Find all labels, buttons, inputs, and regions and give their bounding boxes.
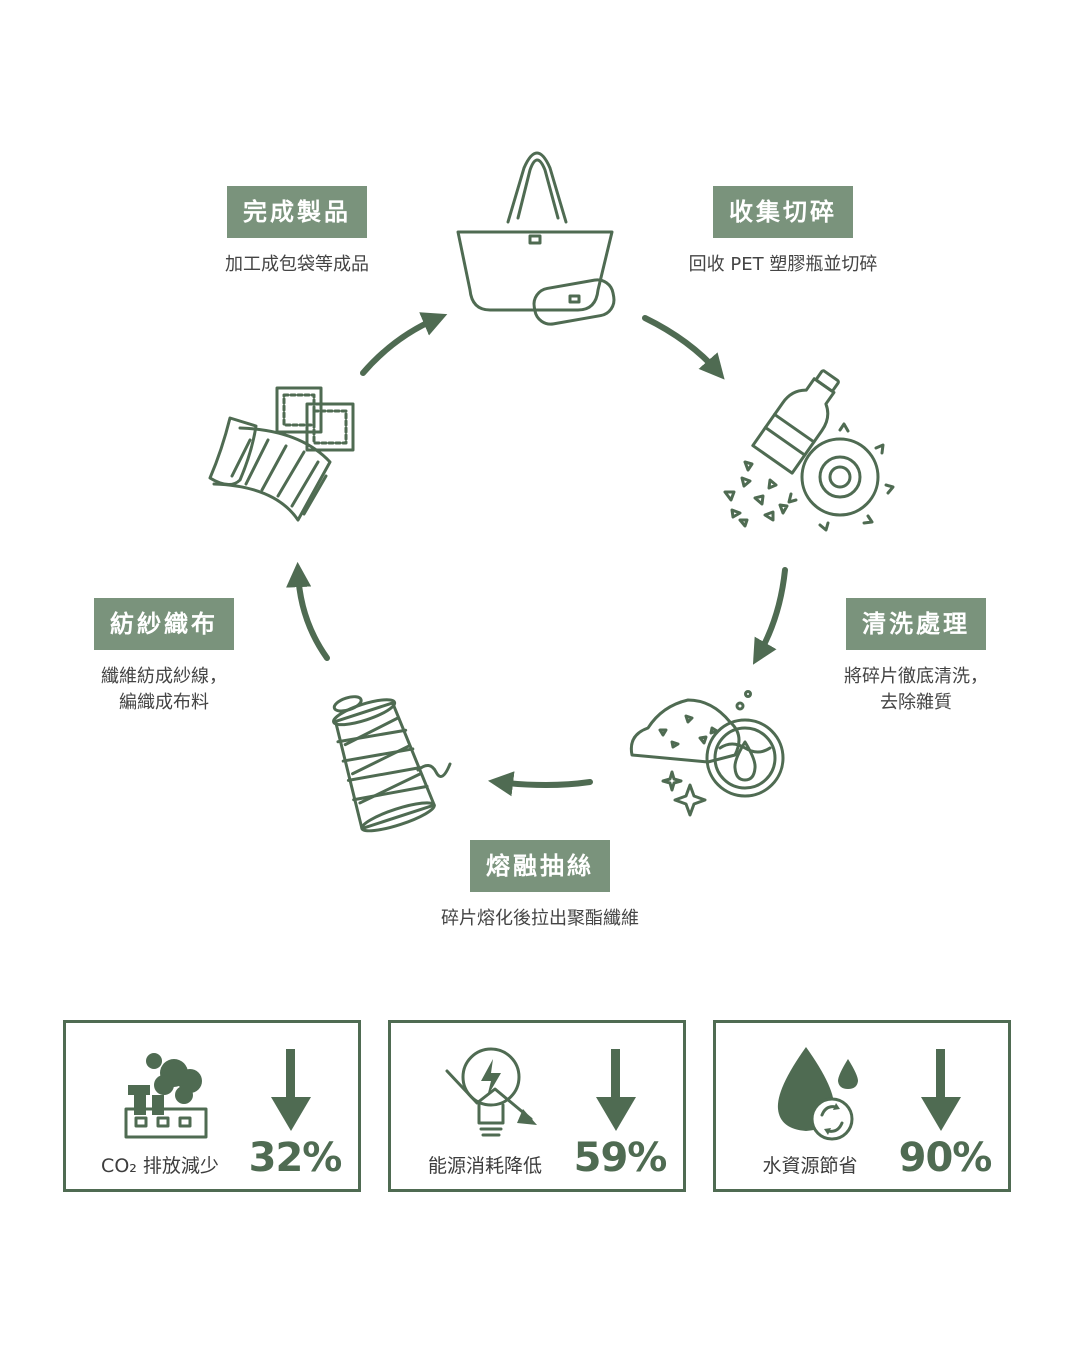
- cycle-arrow-2: [752, 567, 788, 665]
- step-finished: 完成製品 加工成包袋等成品: [167, 186, 427, 278]
- step-title: 熔融抽絲: [470, 840, 610, 892]
- cycle-arrow-3: [487, 771, 593, 797]
- stat-value: 59%: [573, 1135, 668, 1181]
- step-desc: 回收 PET 塑膠瓶並切碎: [688, 254, 878, 275]
- stat-water: 水資源節省 90%: [713, 1020, 1011, 1192]
- step-title: 完成製品: [227, 186, 367, 238]
- water-drop-icon: [777, 1047, 858, 1141]
- yarn-spool-icon: [332, 695, 452, 833]
- factory-emission-icon: [124, 1053, 208, 1139]
- stat-label: 能源消耗降低: [427, 1155, 542, 1177]
- step-desc: 碎片熔化後拉出聚酯纖維: [441, 908, 639, 929]
- down-arrow-icon: [271, 1049, 311, 1131]
- step-melt: 熔融抽絲 碎片熔化後拉出聚酯纖維: [410, 840, 670, 932]
- washing-flakes-icon: [629, 690, 785, 817]
- stat-co2: CO₂ 排放減少 32%: [63, 1020, 361, 1192]
- bottle-shredder-icon: [723, 369, 895, 532]
- stat-value: 90%: [898, 1135, 993, 1181]
- stat-label: 水資源節省: [762, 1155, 858, 1177]
- cycle-arrow-1: [642, 315, 725, 380]
- step-collect: 收集切碎 回收 PET 塑膠瓶並切碎: [653, 186, 913, 278]
- step-wash: 清洗處理 將碎片徹底清洗， 去除雜質: [786, 598, 1046, 716]
- step-title: 紡紗織布: [94, 598, 234, 650]
- cycle-arrow-4: [286, 561, 330, 661]
- step-weave: 紡紗織布 纖維紡成紗線， 編織成布料: [34, 598, 294, 716]
- step-desc: 加工成包袋等成品: [225, 254, 369, 275]
- cycle-graphic: [208, 151, 895, 833]
- stat-label: CO₂ 排放減少: [101, 1155, 219, 1177]
- fabric-roll-icon: [208, 386, 355, 522]
- stat-value: 32%: [248, 1135, 343, 1181]
- step-title: 收集切碎: [713, 186, 853, 238]
- down-arrow-icon: [921, 1049, 961, 1131]
- cycle-arrow-5: [360, 312, 448, 376]
- step-desc: 將碎片徹底清洗， 去除雜質: [844, 666, 988, 713]
- step-title: 清洗處理: [846, 598, 986, 650]
- stat-energy: 能源消耗降低 59%: [388, 1020, 686, 1192]
- down-arrow-icon: [596, 1049, 636, 1131]
- energy-bulb-icon: [445, 1047, 537, 1137]
- tote-bag-icon: [456, 151, 616, 326]
- step-desc: 纖維紡成紗線， 編織成布料: [101, 666, 227, 713]
